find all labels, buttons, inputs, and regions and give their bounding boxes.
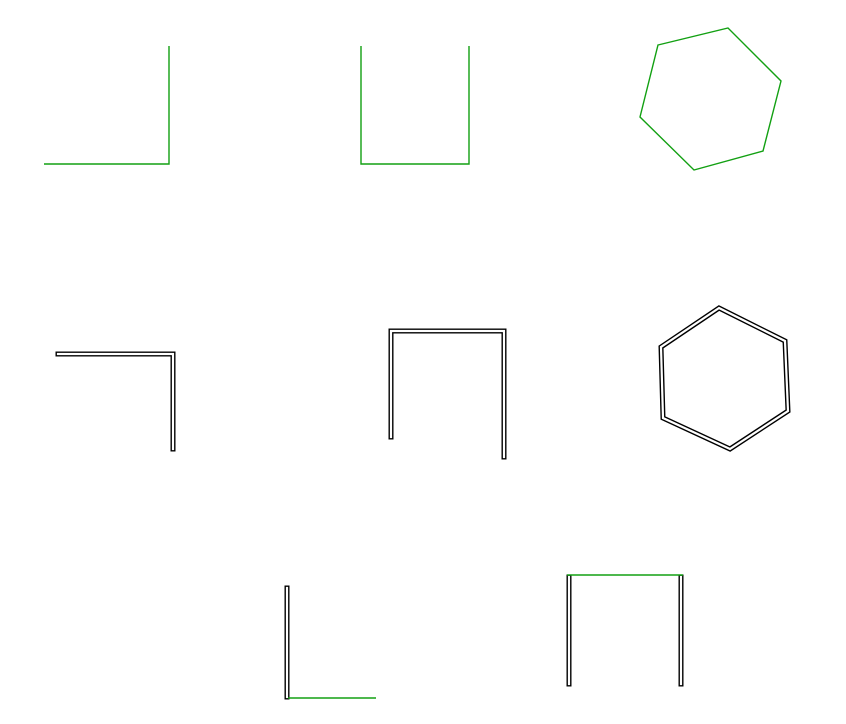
double-line-u-outer — [388, 328, 507, 460]
double-line-corner-outer — [55, 351, 176, 452]
double-line-corner-inner — [56, 352, 175, 451]
double-line-u-shape — [388, 328, 507, 460]
green-corner-shape — [44, 46, 170, 165]
double-line-hexagon-outer — [658, 305, 791, 452]
double-line-corner-shape — [55, 351, 176, 452]
double-line-hexagon-inner — [659, 306, 790, 451]
green-corner-path — [44, 46, 170, 165]
double-line-u-inner — [389, 329, 506, 459]
green-hexagon-path — [639, 27, 782, 171]
green-u-shape — [360, 46, 470, 165]
mixed-u-shape — [566, 574, 684, 687]
mixed-corner-shape — [284, 585, 376, 700]
green-u-path — [360, 46, 470, 165]
double-line-hexagon-shape — [658, 305, 791, 452]
green-hexagon-shape — [639, 27, 782, 171]
